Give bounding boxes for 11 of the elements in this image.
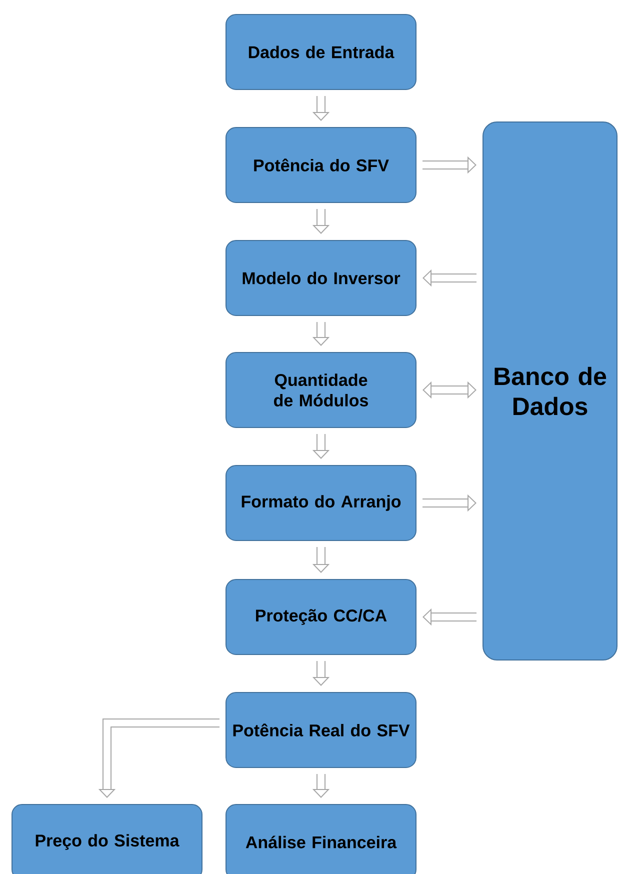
process-box: Potência do SFV [226,127,416,203]
process-box: Análise Financeira [226,804,416,874]
process-box: Dados de Entrada [226,14,416,90]
process-box: Proteção CC/CA [226,579,416,655]
block-arrow [422,381,476,399]
process-box: Modelo do Inversor [226,240,416,316]
process-box: Potência Real do SFV [226,692,416,768]
process-box: Formato do Arranjo [226,465,416,541]
process-box: Quantidade de Módulos [226,352,416,428]
database-box: Banco de Dados [482,122,618,660]
process-box: Preço do Sistema [12,804,202,874]
